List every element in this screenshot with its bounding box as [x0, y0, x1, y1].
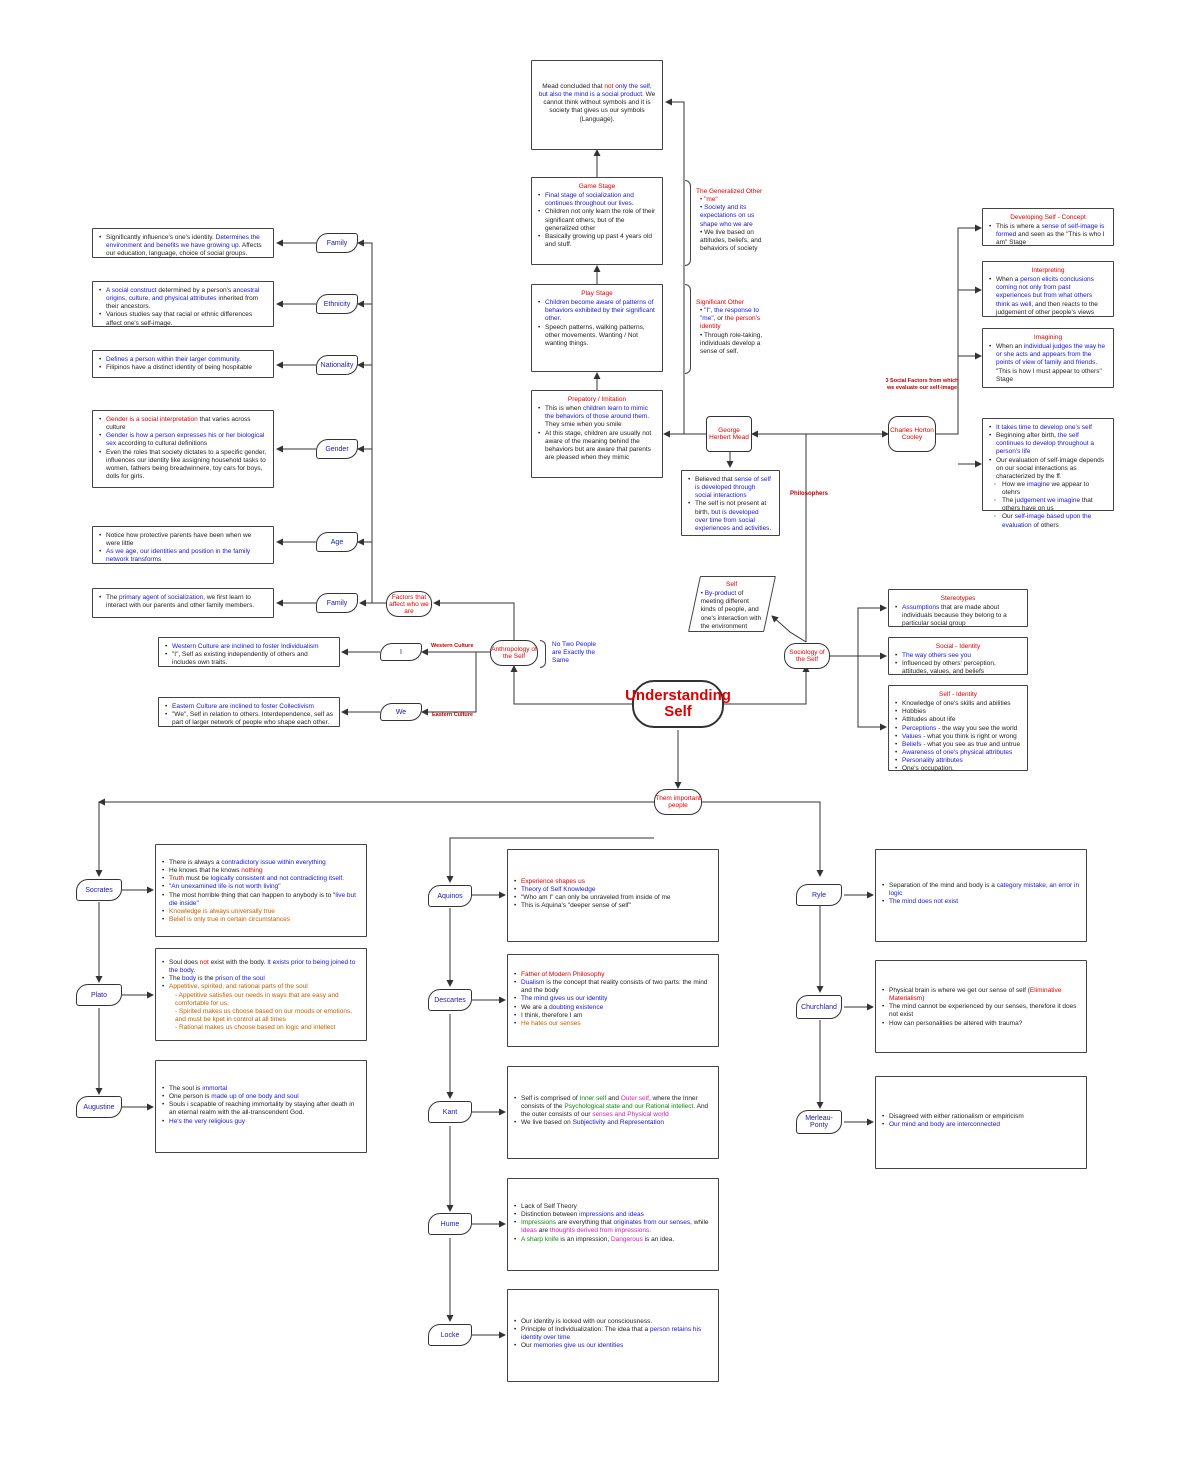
gender-box: Gender is a social interpretation that v… — [92, 410, 274, 488]
philosophers-label: Philosophers — [790, 491, 829, 497]
ethnicity-box: A social construct determined by a perso… — [92, 281, 274, 327]
imagining-box: Imagining When an individual judges the … — [982, 328, 1114, 388]
stereotypes-box: Stereotypes Assumptions that are made ab… — [888, 589, 1028, 627]
kant-box: Self is comprised of Inner self and Oute… — [507, 1066, 719, 1159]
mead-node[interactable]: George Herbert Mead — [706, 416, 752, 452]
aquinos-box: Experience shapes us Theory of Self Know… — [507, 849, 719, 942]
nationality-box: Defines a person within their larger com… — [92, 350, 274, 378]
tag-i[interactable]: I — [380, 643, 422, 661]
self-identity-box: Self - Identity Knowledge of one's skill… — [888, 685, 1028, 773]
western-culture-label: Western Culture — [431, 643, 474, 649]
cooley-details-box: It takes time to develop one's self Begi… — [982, 418, 1114, 529]
family-box-1: Significantly influence's one's identity… — [92, 228, 274, 258]
mead-believed-box: Believed that sense of self is developed… — [681, 470, 780, 536]
augustine-box: The soul is immortal One person is made … — [155, 1060, 367, 1153]
churchland-box: Physical brain is where we get our sense… — [875, 960, 1087, 1053]
tag-augustine[interactable]: Augustine — [76, 1096, 122, 1118]
individualism-box: Western Culture are inclined to foster I… — [158, 637, 340, 667]
anthropology-hub[interactable]: Anthropology of the Self — [490, 640, 538, 666]
brace-no-two-people — [540, 640, 546, 668]
self-parallelogram: Self • By-product of meeting different k… — [688, 576, 776, 632]
tag-aquinos[interactable]: Aquinos — [428, 885, 472, 907]
tag-family-2[interactable]: Family — [316, 593, 358, 613]
tag-merleau-ponty[interactable]: Merleau-Ponty — [796, 1110, 842, 1134]
sociology-hub[interactable]: Sociology of the Self — [784, 643, 830, 669]
tag-socrates[interactable]: Socrates — [76, 879, 122, 901]
ryle-box: Separation of the mind and body is a cat… — [875, 849, 1087, 942]
no-two-people-label: No Two People are Exactly the Same — [552, 641, 596, 665]
three-factors-label: 3 Social Factors from which we evaluate … — [885, 378, 959, 391]
game-stage-box: Game Stage Final stage of socialization … — [531, 177, 663, 265]
socrates-box: There is always a contradictory issue wi… — [155, 844, 367, 937]
eastern-culture-label: Eastern Culture — [432, 712, 473, 718]
them-hub[interactable]: Them important people — [654, 789, 702, 815]
tag-hume[interactable]: Hume — [428, 1213, 472, 1235]
brace-generalized — [685, 180, 691, 266]
center-node[interactable]: Understanding Self — [625, 680, 731, 728]
tag-locke[interactable]: Locke — [428, 1324, 472, 1346]
social-identity-box: Social - Identity The way others see you… — [888, 637, 1028, 675]
play-stage-box: Play Stage Children become aware of patt… — [531, 284, 663, 372]
factors-hub[interactable]: Factors that affect who we are — [386, 591, 432, 617]
generalized-other-text: The Generalized Other • "me" • Society a… — [696, 188, 763, 252]
tag-we[interactable]: We — [380, 703, 422, 721]
age-box: Notice how protective parents have been … — [92, 526, 274, 564]
tag-nationality[interactable]: Nationality — [316, 355, 358, 375]
mead-conclusion-box: Mead concluded that not only the self, b… — [531, 60, 663, 150]
locke-box: Our identity is locked with our consciou… — [507, 1289, 719, 1382]
tag-descartes[interactable]: Descartes — [428, 989, 472, 1011]
prepatory-stage-box: Prepatory / Imitation This is when child… — [531, 390, 663, 478]
merleau-ponty-box: Disagreed with either rationalism or emp… — [875, 1076, 1087, 1169]
plato-box: Soul does not exist with the body. It ex… — [155, 948, 367, 1041]
brace-significant — [685, 284, 691, 374]
tag-age[interactable]: Age — [316, 532, 358, 552]
family-box-2: The primary agent of socialization, we f… — [92, 588, 274, 618]
tag-ethnicity[interactable]: Ethnicity — [316, 294, 358, 314]
tag-gender[interactable]: Gender — [316, 439, 358, 459]
tag-ryle[interactable]: Ryle — [796, 884, 842, 906]
significant-other-text: Significant Other • "I", the response to… — [696, 299, 763, 355]
tag-family-1[interactable]: Family — [316, 233, 358, 253]
interpreting-box: Interpreting When a person elicits concl… — [982, 261, 1114, 317]
hume-box: Lack of Self Theory Distinction between … — [507, 1178, 719, 1271]
tag-churchland[interactable]: Churchland — [796, 995, 842, 1019]
collectivism-box: Eastern Culture are inclined to foster C… — [158, 697, 340, 727]
developing-self-concept-box: Developing Self - Concept This is where … — [982, 208, 1114, 246]
tag-kant[interactable]: Kant — [428, 1101, 472, 1123]
descartes-box: Father of Modern Philosophy Dualism is t… — [507, 954, 719, 1047]
cooley-node[interactable]: Charles Horton Cooley — [888, 416, 936, 452]
tag-plato[interactable]: Plato — [76, 984, 122, 1006]
